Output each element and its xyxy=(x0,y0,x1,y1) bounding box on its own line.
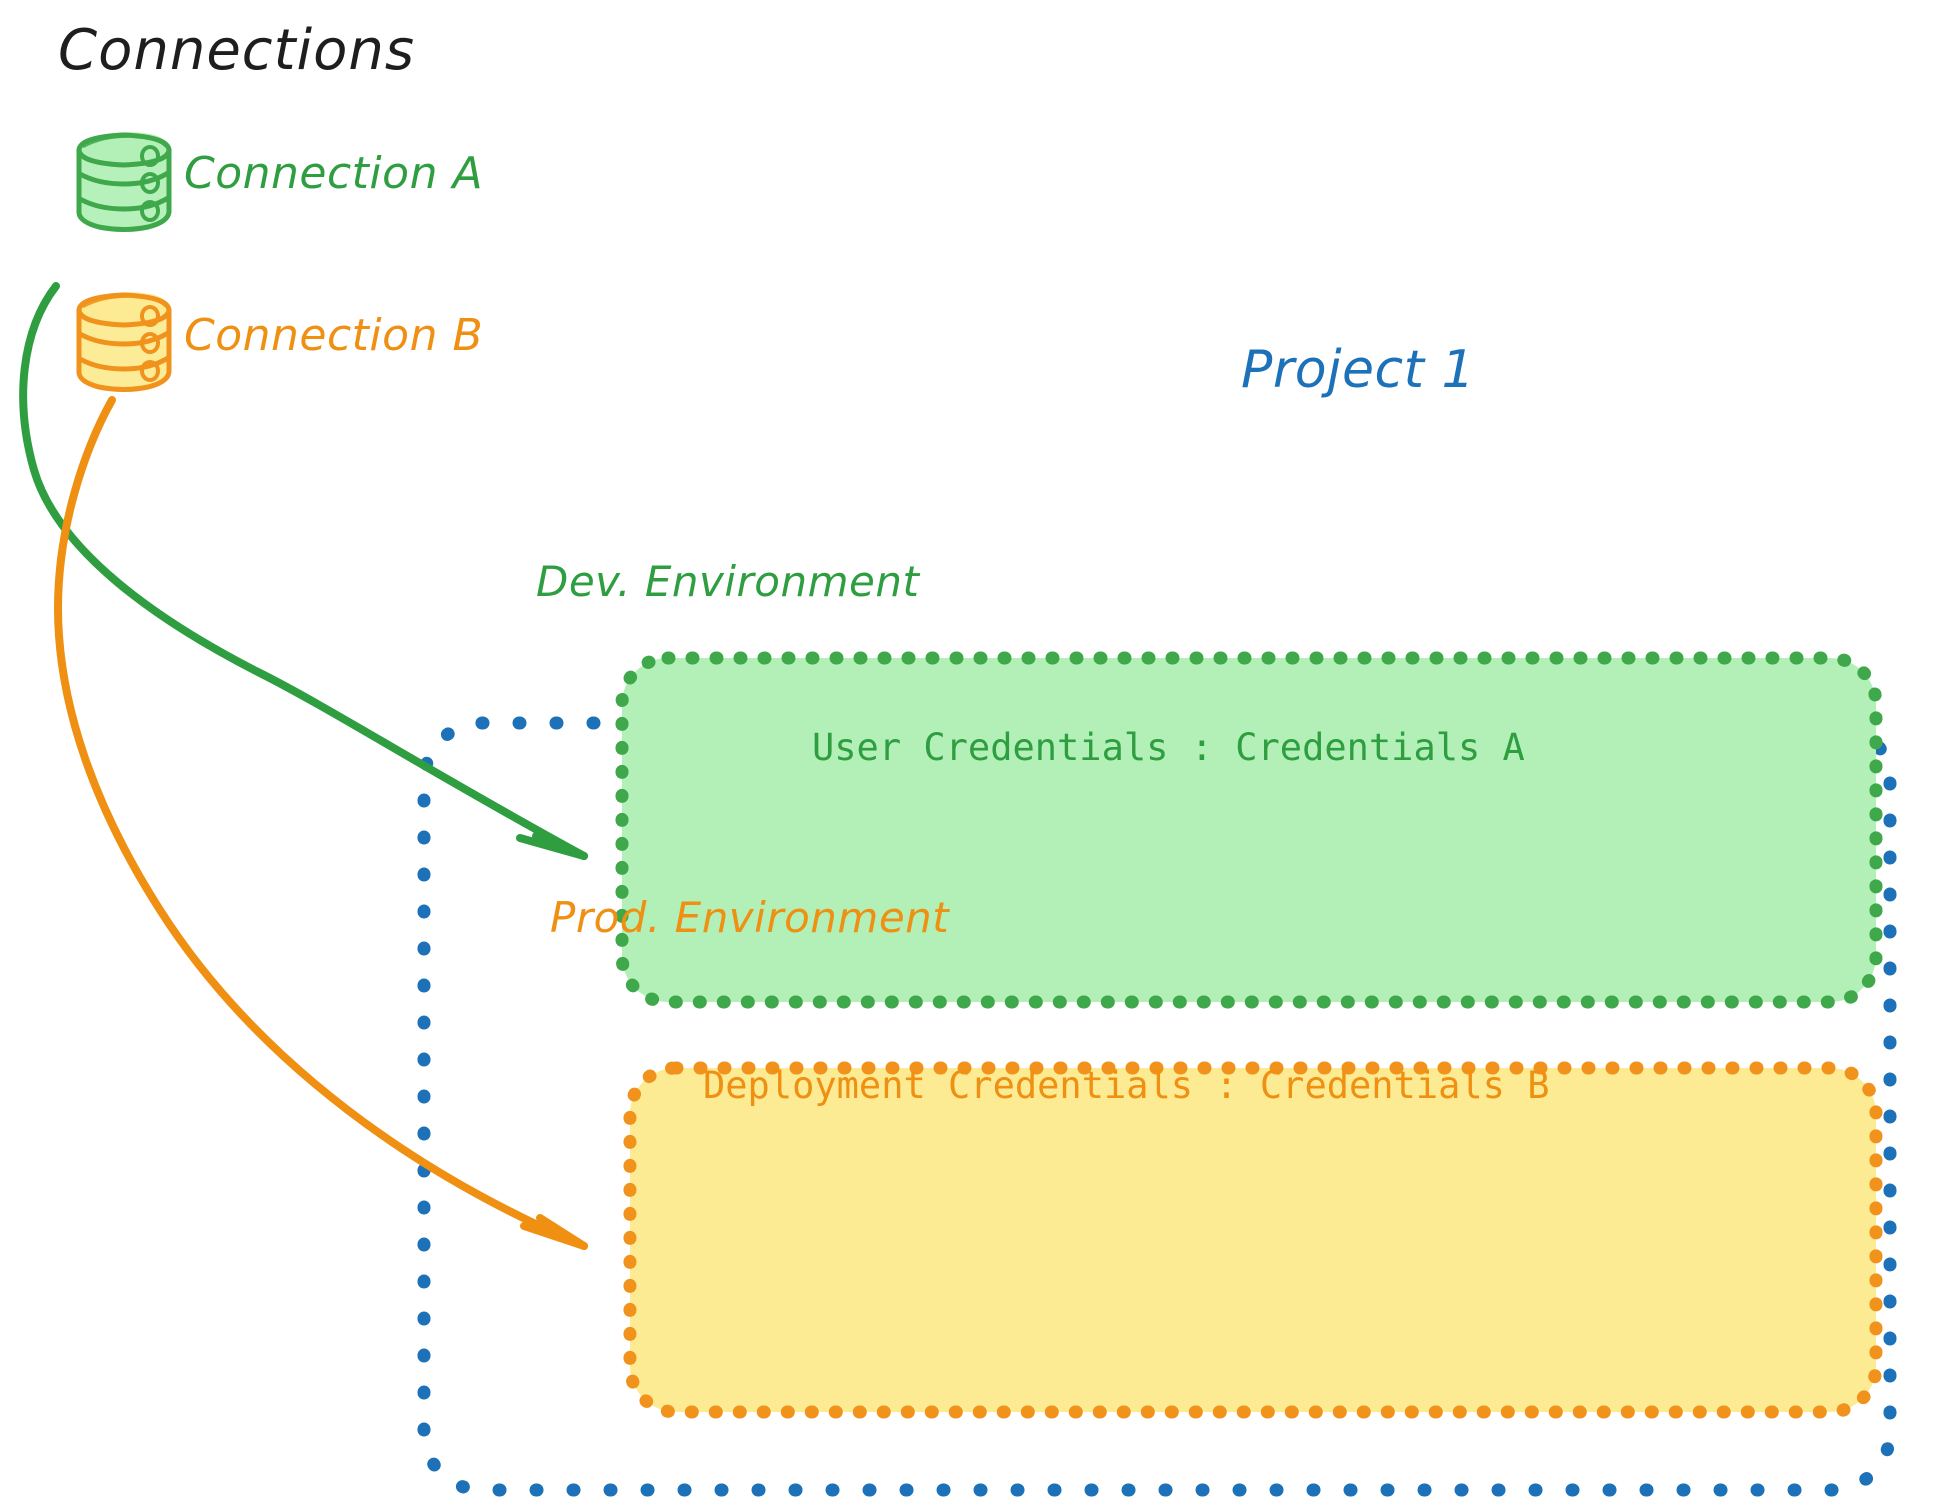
arrow-a-path xyxy=(19,282,588,860)
prod-environment-dotted-border xyxy=(623,1061,1883,1419)
connection-b-database-cylinder-icon[interactable] xyxy=(76,292,172,392)
dev-environment-box[interactable] xyxy=(615,651,1883,1009)
prod-environment-box[interactable] xyxy=(623,1061,1883,1419)
arrow-b-path xyxy=(53,396,588,1250)
arrow-b-head-lower xyxy=(520,1222,588,1250)
dev-environment-fill xyxy=(622,658,1876,1002)
prod-environment-fill xyxy=(630,1068,1876,1412)
connection-a-database-cylinder-icon[interactable] xyxy=(76,132,172,232)
dev-environment-dotted-border xyxy=(615,651,1883,1009)
arrow-connection-a-to-dev-environment xyxy=(19,282,588,860)
arrow-a-head-lower xyxy=(516,834,588,860)
arrow-connection-b-to-prod-environment xyxy=(53,396,588,1250)
